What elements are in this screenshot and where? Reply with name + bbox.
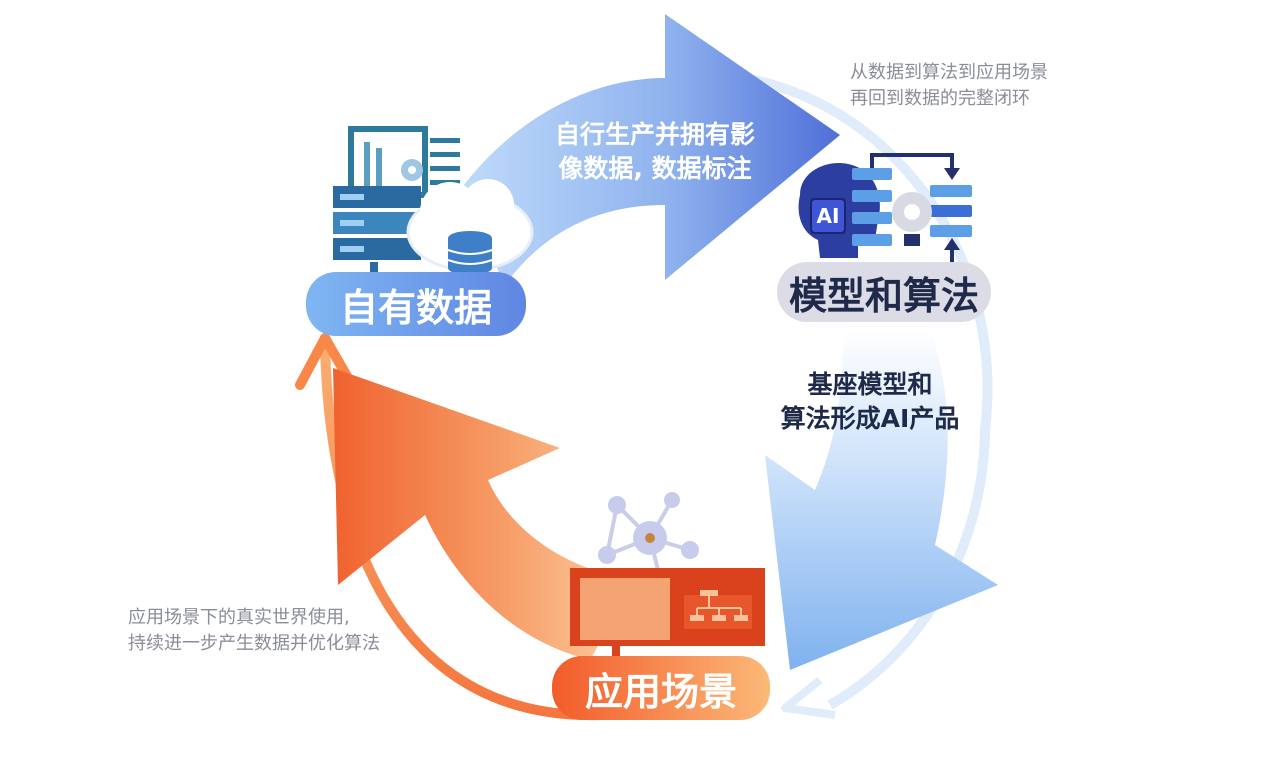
cloud-database-icon [406, 179, 534, 275]
note-bottom-left-line2: 持续进一步产生数据并优化算法 [128, 633, 380, 654]
pill-model: 模型和算法 [777, 262, 991, 322]
thin-return-arc [320, 344, 601, 721]
pill-own-data: 自有数据 [306, 272, 526, 336]
right-arrow [765, 330, 998, 670]
server-icon [333, 126, 460, 274]
top-arrow-text-line2: 像数据, 数据标注 [558, 154, 752, 183]
thin-return-arc-head [295, 333, 357, 390]
note-bottom-left: 应用场景下的真实世界使用, 持续进一步产生数据并优化算法 [128, 605, 448, 657]
right-arrow-text-line2: 算法形成AI产品 [780, 404, 960, 433]
pill-own-data-label: 自有数据 [339, 285, 492, 330]
pill-scenario-label: 应用场景 [584, 669, 737, 714]
folder-chart-icon [570, 568, 765, 660]
ai-chip-label: AI [816, 204, 840, 228]
top-arrow [460, 14, 840, 285]
pill-model-label: 模型和算法 [788, 273, 979, 318]
right-arrow-text-line1: 基座模型和 [807, 370, 933, 399]
note-top-right: 从数据到算法到应用场景 再回到数据的完整闭环 [850, 60, 1150, 112]
bottom-left-arrow [333, 368, 635, 660]
right-arrow-text: 基座模型和 算法形成AI产品 [760, 368, 980, 436]
top-arrow-text: 自行生产并拥有影 像数据, 数据标注 [540, 118, 770, 186]
note-top-right-line1: 从数据到算法到应用场景 [850, 62, 1048, 83]
note-top-right-line2: 再回到数据的完整闭环 [850, 88, 1030, 109]
top-arrow-text-line1: 自行生产并拥有影 [554, 120, 755, 149]
outer-ring-tip [781, 676, 836, 719]
flowchart-icon [852, 153, 972, 262]
note-bottom-left-line1: 应用场景下的真实世界使用, [128, 607, 350, 628]
outer-ring [719, 70, 993, 710]
pill-scenario: 应用场景 [552, 656, 770, 720]
